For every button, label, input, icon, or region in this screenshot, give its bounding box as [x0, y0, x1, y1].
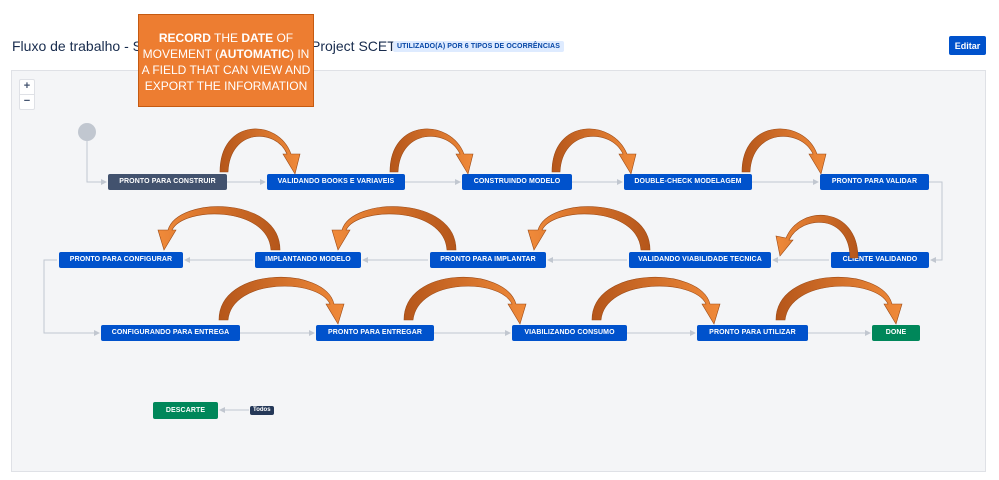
zoom-in-icon[interactable]: + — [23, 80, 31, 92]
status-validando-viabilidade[interactable]: VALIDANDO VIABILIDADE TECNICA — [629, 252, 771, 268]
status-pronto-para-entregar[interactable]: PRONTO PARA ENTREGAR — [316, 325, 434, 341]
status-validando-books[interactable]: VALIDANDO BOOKS E VARIAVEIS — [267, 174, 405, 190]
status-pronto-para-construir[interactable]: PRONTO PARA CONSTRUIR — [108, 174, 227, 190]
usage-badge[interactable]: UTILIZADO(A) POR 6 TIPOS DE OCORRÊNCIAS — [393, 41, 564, 52]
callout-text-3: ) IN A FIELD THAT CAN VIEW AND EXPORT TH… — [141, 47, 311, 93]
page-title-project: Project SCETE — [311, 38, 405, 54]
start-node — [78, 123, 96, 141]
status-done[interactable]: DONE — [872, 325, 920, 341]
status-construindo-modelo[interactable]: CONSTRUINDO MODELO — [462, 174, 572, 190]
global-transition-todos[interactable]: Todos — [250, 406, 274, 415]
callout-strong-3: AUTOMATIC — [219, 47, 290, 61]
annotation-callout: RECORD THE DATE OF MOVEMENT (AUTOMATIC) … — [138, 14, 314, 107]
zoom-out-icon[interactable]: − — [20, 94, 34, 109]
status-pronto-para-validar[interactable]: PRONTO PARA VALIDAR — [820, 174, 929, 190]
page-title-suffix: Project SCETE — [311, 38, 406, 54]
status-cliente-validando[interactable]: CLIENTE VALIDANDO — [831, 252, 929, 268]
status-pronto-para-configurar[interactable]: PRONTO PARA CONFIGURAR — [59, 252, 183, 268]
status-implantando-modelo[interactable]: IMPLANTANDO MODELO — [255, 252, 361, 268]
status-pronto-para-utilizar[interactable]: PRONTO PARA UTILIZAR — [697, 325, 808, 341]
page-title-prefix: Fluxo de trabalho - Sof — [12, 38, 154, 54]
page-title: Fluxo de trabalho - Sof — [12, 38, 154, 54]
status-configurando-entrega[interactable]: CONFIGURANDO PARA ENTREGA — [101, 325, 240, 341]
status-pronto-para-implantar[interactable]: PRONTO PARA IMPLANTAR — [430, 252, 546, 268]
callout-text-1: THE — [210, 31, 242, 45]
status-double-check[interactable]: DOUBLE-CHECK MODELAGEM — [624, 174, 752, 190]
callout-strong-1: RECORD — [158, 31, 211, 45]
callout-strong-2: DATE — [241, 31, 274, 45]
status-viabilizando-consumo[interactable]: VIABILIZANDO CONSUMO — [512, 325, 627, 341]
callout-text-2: OF MOVEMENT ( — [142, 31, 294, 61]
status-descarte[interactable]: DESCARTE — [153, 402, 218, 419]
edit-button[interactable]: Editar — [949, 36, 986, 55]
zoom-controls: + − — [19, 79, 35, 110]
